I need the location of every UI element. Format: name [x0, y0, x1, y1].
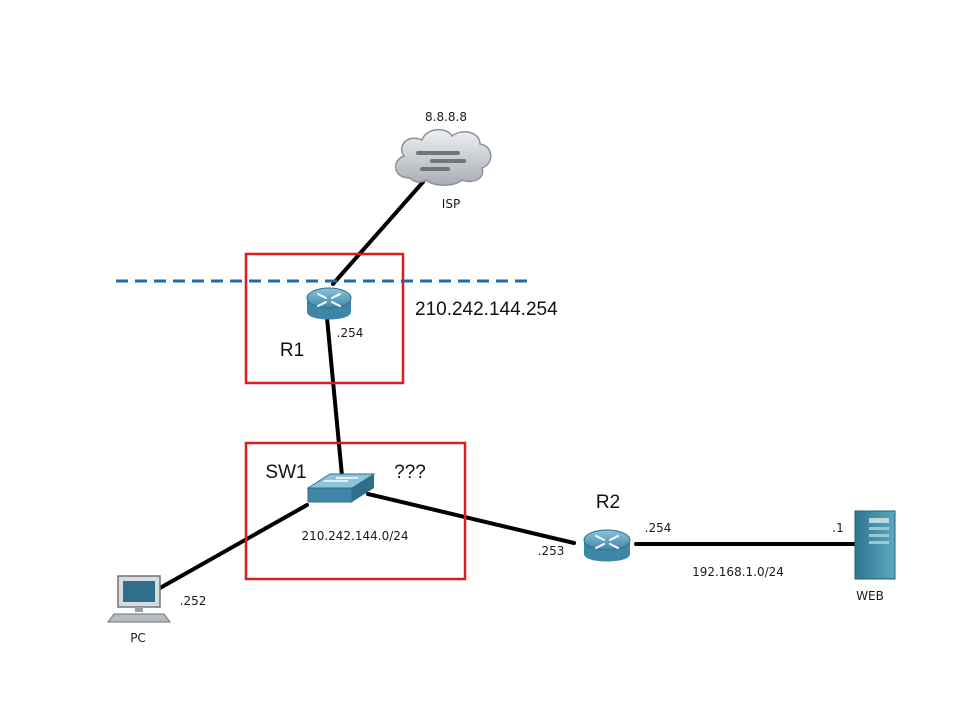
sw1-unknown-label: ??? — [394, 462, 426, 483]
switch-icon[interactable] — [306, 473, 376, 503]
sw1-highlight-box — [244, 441, 467, 581]
web-name-label: WEB — [856, 589, 884, 603]
link-r1-sw1 — [325, 316, 344, 478]
r2-name-label: R2 — [596, 492, 620, 513]
router-icon[interactable] — [583, 529, 631, 562]
r1-interface-label: .254 — [337, 326, 364, 340]
r2-web-interface-label: .254 — [645, 521, 672, 535]
server-icon[interactable] — [854, 510, 896, 580]
isp-name-label: ISP — [442, 197, 460, 211]
pc-interface-label: .252 — [180, 594, 207, 608]
link-isp-r1 — [331, 180, 425, 286]
link-sw1-r2 — [366, 492, 576, 545]
r1-highlight-box — [244, 252, 405, 385]
sw1-name-label: SW1 — [265, 462, 306, 483]
router-icon[interactable] — [306, 287, 352, 320]
pc-icon[interactable] — [107, 575, 171, 623]
isp-address-label: 8.8.8.8 — [425, 110, 467, 124]
sw1-subnet-label: 210.242.144.0/24 — [301, 529, 408, 543]
pc-name-label: PC — [130, 631, 146, 645]
web-interface-label: .1 — [832, 521, 843, 535]
links — [158, 180, 857, 590]
r1-public-ip-label: 210.242.144.254 — [415, 299, 558, 320]
r2-subnet-label: 192.168.1.0/24 — [692, 565, 784, 579]
cloud-icon[interactable] — [395, 128, 492, 186]
r1-name-label: R1 — [280, 340, 304, 361]
link-sw1-pc — [158, 503, 309, 590]
r2-lan-interface-label: .253 — [538, 544, 565, 558]
